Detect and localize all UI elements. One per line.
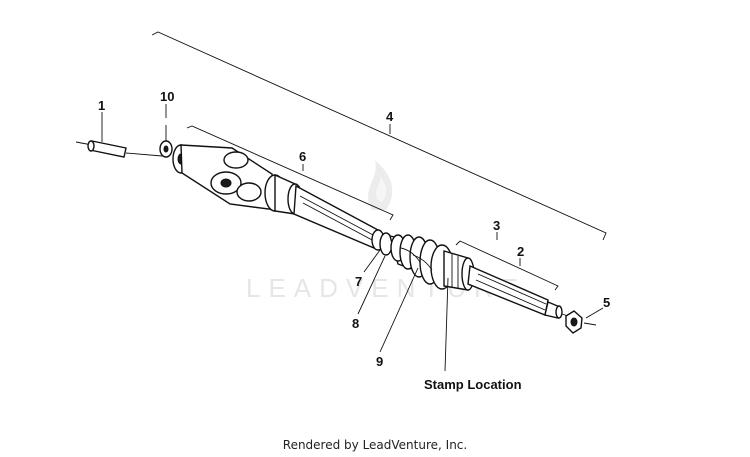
callout-1: 1 [98, 98, 105, 113]
callout-4: 4 [386, 109, 394, 124]
leader-lines [101, 112, 604, 372]
callout-7: 7 [355, 274, 362, 289]
callout-6: 6 [299, 149, 306, 164]
part-10-washer [159, 104, 173, 158]
part-1-pin [75, 140, 163, 158]
callout-5: 5 [603, 295, 610, 310]
bracket-6 [186, 125, 394, 221]
bracket-2 [455, 240, 559, 291]
stamp-location-label: Stamp Location [424, 377, 522, 392]
part-8-9-boot [389, 234, 460, 290]
part-7-collar [371, 229, 393, 256]
credit-text: Rendered by LeadVenture, Inc. [282, 438, 468, 452]
callout-8: 8 [352, 316, 359, 331]
part-5-nut [565, 310, 597, 334]
callout-9: 9 [376, 354, 383, 369]
bracket-4 [151, 31, 607, 241]
callout-10: 10 [160, 89, 174, 104]
callout-2: 2 [517, 244, 524, 259]
part-6-yoke-shaft [172, 144, 379, 249]
callout-3: 3 [493, 218, 500, 233]
